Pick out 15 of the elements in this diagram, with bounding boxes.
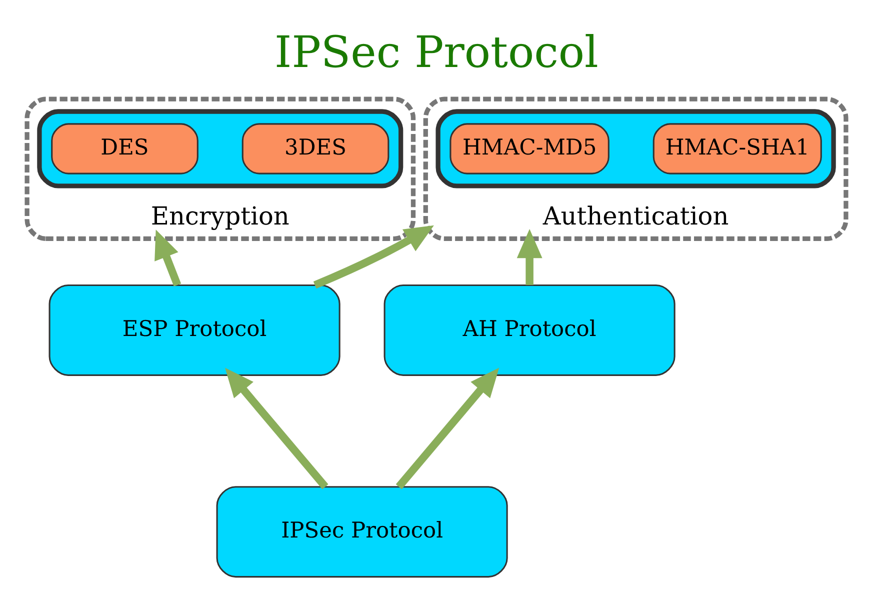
node-box: HMAC-SHA1 — [652, 122, 822, 174]
arrow — [516, 228, 542, 285]
node-box: HMAC-MD5 — [450, 122, 610, 174]
node-box: DES — [51, 122, 198, 174]
node-box: AH Protocol — [384, 284, 676, 376]
arrow — [313, 224, 434, 288]
diagram-title: IPSec Protocol — [274, 28, 598, 78]
arrow — [154, 229, 182, 286]
cluster — [436, 108, 836, 188]
node-box: IPSec Protocol — [216, 486, 508, 578]
arrow — [225, 367, 328, 489]
node-box: ESP Protocol — [48, 284, 340, 376]
cluster — [37, 108, 404, 188]
arrow — [396, 367, 500, 489]
node-box: 3DES — [242, 122, 390, 174]
